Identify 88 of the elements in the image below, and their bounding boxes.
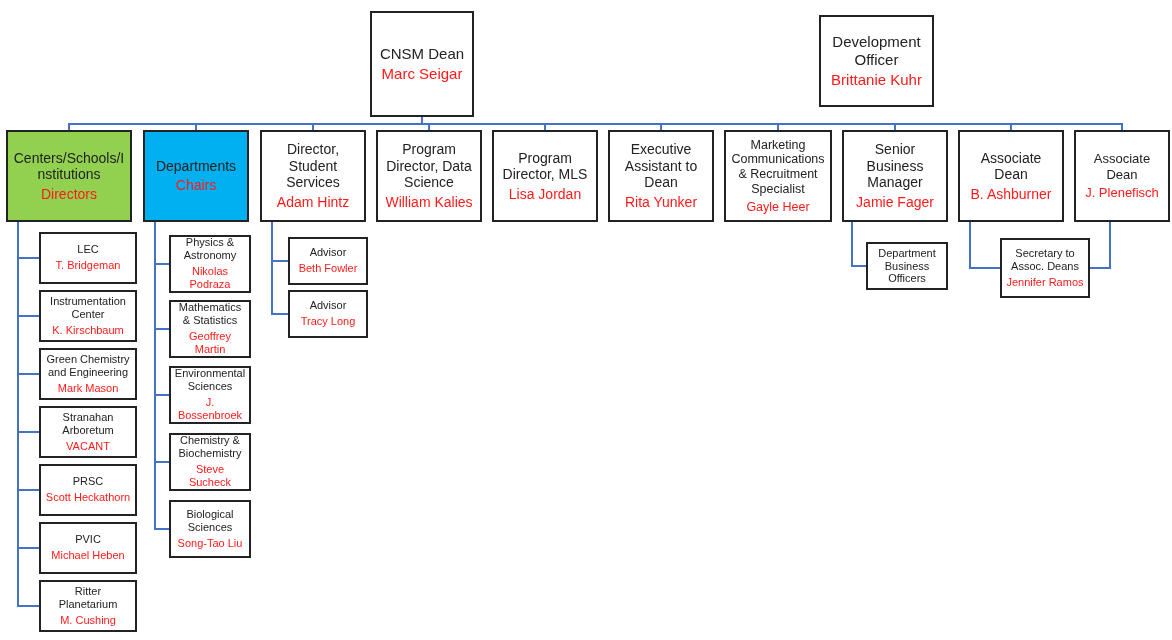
- position-box: [288, 290, 368, 338]
- position-box: [39, 522, 137, 574]
- position-box: [39, 464, 137, 516]
- position-box: [288, 237, 368, 285]
- person-name: Chairs: [175, 177, 217, 195]
- position-title: PRSC: [72, 475, 104, 489]
- position-title: Advisor: [309, 299, 347, 313]
- position-title: Advisor: [309, 246, 347, 260]
- position-box: [819, 15, 934, 107]
- position-box: [39, 406, 137, 458]
- person-name: Rita Yunker: [624, 193, 698, 211]
- position-box: [958, 130, 1064, 222]
- person-name: VACANT: [66, 439, 110, 454]
- position-title: Program Director, MLS: [501, 149, 589, 183]
- person-name: Nikolas Podraza: [188, 265, 232, 292]
- position-title: Centers/Schools/Institutions: [12, 149, 126, 183]
- position-title: Departments: [155, 157, 237, 175]
- position-box: [492, 130, 598, 222]
- person-name: Michael Heben: [51, 549, 125, 563]
- position-box: [260, 130, 366, 222]
- person-name: Brittanie Kuhr: [831, 71, 922, 90]
- position-box: [169, 300, 251, 358]
- position-box: [724, 130, 832, 222]
- person-name: Jennifer Ramos: [1006, 275, 1084, 290]
- position-box: [866, 242, 948, 290]
- position-title: Department Business Officers: [877, 246, 937, 286]
- connector-line: [969, 221, 1001, 269]
- position-box: [143, 130, 249, 222]
- position-title: Program Director, Data Science: [385, 141, 473, 191]
- person-name: Geoffrey Martin: [188, 330, 232, 357]
- position-title: Mathematics & Statistics: [177, 301, 243, 328]
- position-title: Ritter Planetarium: [57, 584, 119, 611]
- position-title: Stranahan Arboretum: [61, 410, 115, 437]
- position-title: Instrumentation Center: [49, 294, 127, 321]
- position-title: Secretary to Assoc. Deans: [1010, 246, 1080, 273]
- person-name: Scott Heckathorn: [45, 491, 131, 505]
- person-name: Mark Mason: [57, 381, 119, 396]
- position-box: [39, 580, 137, 632]
- position-box: [169, 500, 251, 558]
- person-name: B. Ashburner: [970, 185, 1052, 203]
- position-title: Marketing Communications & Recruitment Specialist: [730, 137, 826, 197]
- person-name: Jamie Fager: [856, 193, 934, 211]
- position-title: Development Officer: [831, 32, 922, 69]
- person-name: Gayle Heer: [746, 199, 810, 215]
- position-title: CNSM Dean: [379, 44, 465, 63]
- person-name: J. Bossenbroek: [176, 396, 244, 423]
- person-name: J. Plenefisch: [1085, 185, 1159, 201]
- person-name: K. Kirschbaum: [52, 323, 124, 338]
- position-box: [39, 232, 137, 284]
- position-title: Green Chemistry and Engineering: [45, 352, 131, 379]
- position-title: Senior Business Manager: [865, 141, 925, 191]
- connector-line: [851, 221, 867, 267]
- position-title: Director, Student Services: [285, 141, 341, 191]
- position-box: [370, 11, 474, 117]
- connector-line: [154, 221, 170, 530]
- position-box: [169, 433, 251, 491]
- position-title: Associate Dean: [1092, 151, 1152, 183]
- person-name: M. Cushing: [60, 613, 116, 628]
- position-title: Biological Sciences: [185, 507, 235, 534]
- position-title: Associate Dean: [979, 149, 1043, 183]
- position-box: [376, 130, 482, 222]
- person-name: Steve Sucheck: [187, 463, 233, 490]
- position-box: [39, 290, 137, 342]
- person-name: Adam Hintz: [276, 193, 350, 211]
- person-name: William Kalies: [385, 193, 473, 211]
- position-title: PVIC: [75, 533, 101, 547]
- position-title: Physics & Astronomy: [182, 236, 238, 263]
- connector-line: [271, 221, 289, 315]
- position-box: [608, 130, 714, 222]
- position-box: [169, 366, 251, 424]
- connector-line: [1089, 221, 1111, 269]
- person-name: Tracy Long: [300, 315, 356, 329]
- person-name: T. Bridgeman: [55, 259, 121, 273]
- person-name: Song-Tao Liu: [177, 536, 243, 551]
- person-name: Beth Fowler: [298, 262, 358, 276]
- position-box: [6, 130, 132, 222]
- person-name: Marc Seigar: [381, 65, 463, 84]
- position-box: [842, 130, 948, 222]
- position-title: LEC: [77, 243, 99, 257]
- position-box: [39, 348, 137, 400]
- position-box: [1074, 130, 1170, 222]
- person-name: Lisa Jordan: [508, 185, 582, 203]
- position-box: [169, 235, 251, 293]
- position-title: Environmental Sciences: [174, 367, 246, 394]
- position-title: Executive Assistant to Dean: [623, 141, 699, 191]
- person-name: Directors: [41, 185, 97, 203]
- position-box: [1000, 238, 1090, 298]
- position-title: Chemistry & Biochemistry: [177, 434, 243, 461]
